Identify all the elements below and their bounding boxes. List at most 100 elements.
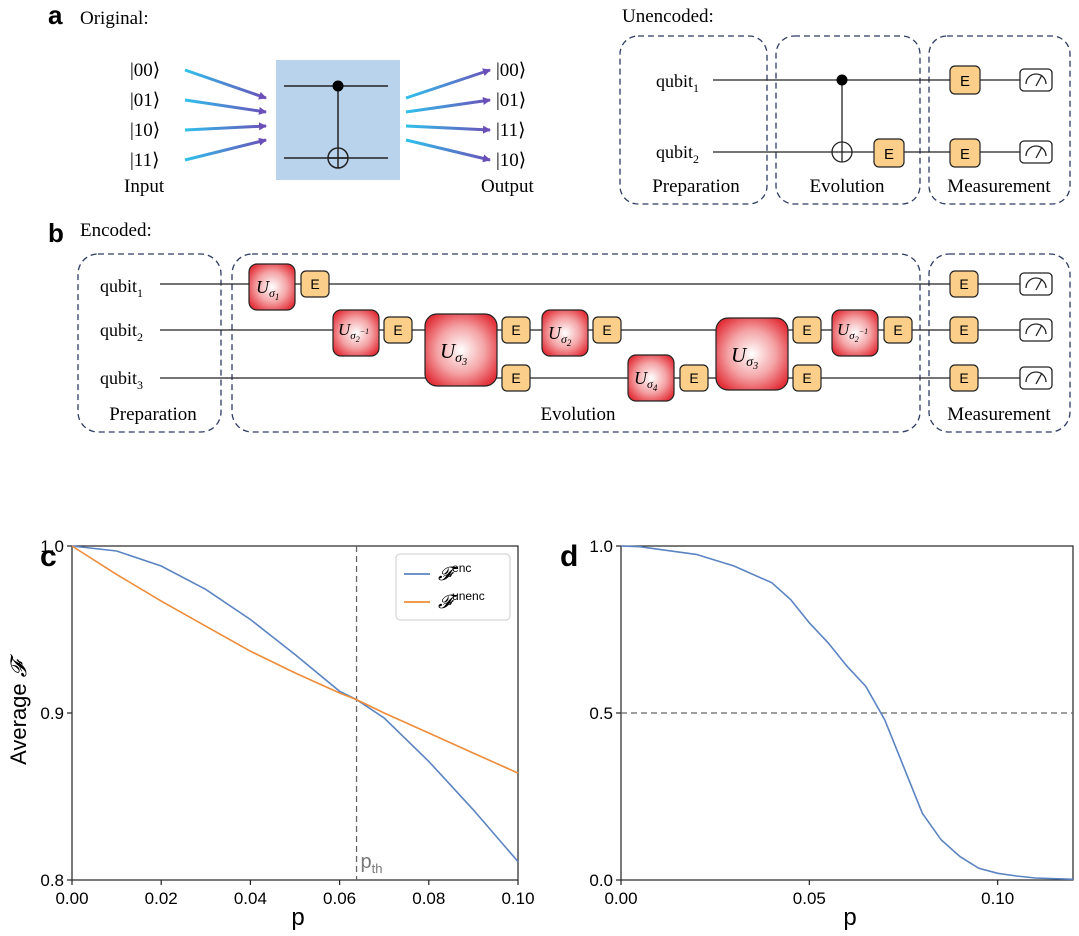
qubit-label: qubit1 — [656, 71, 699, 95]
error-gate: E — [679, 364, 709, 392]
chart-c-legend: 𝓕enc 𝓕unenc — [395, 553, 511, 621]
input-arrows — [184, 68, 267, 162]
svg-text:Uσ3: Uσ3 — [731, 343, 758, 372]
panel-letter-c: c — [40, 540, 57, 573]
legend-box — [395, 553, 511, 621]
error-gate: E — [873, 138, 905, 168]
arrow — [405, 124, 491, 134]
preparation-stage-box — [77, 253, 222, 433]
unencoded-qubit-labels: qubit1 qubit2 — [656, 71, 699, 166]
panel-letter-d: d — [560, 540, 578, 573]
x-tick-label: 0.02 — [145, 889, 178, 908]
control-dot — [836, 74, 848, 86]
output-ket: |01⟩ — [496, 90, 526, 111]
meter-icon — [1019, 68, 1053, 92]
meter-icon — [1019, 140, 1053, 164]
error-gate: E — [949, 270, 979, 298]
input-ket: |10⟩ — [130, 120, 160, 141]
unencoded-meters — [1019, 68, 1053, 164]
threshold-label: pth — [361, 851, 383, 876]
x-axis-label-d: p — [843, 904, 856, 931]
measurement-stage-box — [928, 253, 1071, 433]
error-gate: E — [501, 364, 531, 392]
u-gate: Uσ4 — [627, 354, 675, 402]
x-tick-label: 0.00 — [55, 889, 88, 908]
qubit-label: qubit1 — [100, 276, 143, 300]
u-gate: Uσ2 — [541, 309, 589, 357]
arrow — [184, 98, 267, 115]
input-ket: |00⟩ — [130, 60, 160, 81]
encoded-qubit-labels: qubit1 qubit2 qubit3 — [100, 276, 143, 392]
svg-text:E: E — [602, 322, 611, 338]
u-gate: Uσ2−1 — [332, 309, 380, 357]
svg-text:E: E — [802, 322, 811, 338]
svg-text:E: E — [893, 322, 902, 338]
svg-text:E: E — [393, 322, 402, 338]
x-tick-label: 0.08 — [412, 889, 445, 908]
svg-text:E: E — [802, 370, 811, 386]
u-gate: Uσ1 — [248, 263, 296, 311]
qubit-label: qubit2 — [100, 320, 143, 344]
x-axis-label-c: p — [291, 904, 304, 931]
input-ket: |01⟩ — [130, 90, 160, 111]
arrow — [184, 122, 267, 132]
x-tick-label: 0.10 — [501, 889, 534, 908]
svg-text:E: E — [511, 322, 520, 338]
svg-text:E: E — [959, 370, 968, 386]
y-tick-label: 0.5 — [589, 704, 613, 723]
stage-label-evolution: Evolution — [810, 176, 885, 197]
svg-text:E: E — [511, 370, 520, 386]
x-tick-label: 0.04 — [234, 889, 267, 908]
meter-icon — [1019, 318, 1053, 342]
input-ket: |11⟩ — [130, 150, 160, 171]
svg-text:E: E — [884, 146, 894, 163]
preparation-stage-box — [619, 35, 768, 205]
u-gate: Uσ3 — [424, 313, 498, 387]
input-label: Input — [124, 176, 165, 197]
arrow — [184, 68, 267, 100]
svg-text:Uσ1: Uσ1 — [256, 277, 279, 302]
panel-letter-a: a — [48, 0, 63, 30]
svg-text:E: E — [959, 322, 968, 338]
y-tick-label: 0.0 — [589, 871, 613, 890]
series-line — [620, 545, 1074, 881]
x-tick-label: 0.05 — [793, 889, 826, 908]
error-gate: E — [949, 364, 979, 392]
u-gate: Uσ2−1 — [831, 309, 879, 357]
qubit-label: qubit2 — [656, 142, 699, 166]
y-tick-label: 0.9 — [40, 704, 64, 723]
svg-text:Uσ2−1: Uσ2−1 — [837, 320, 868, 344]
output-ket: |11⟩ — [496, 120, 526, 141]
stage-label-preparation: Preparation — [652, 176, 740, 197]
stage-label-preparation: Preparation — [109, 404, 197, 425]
encoded-meters — [1019, 272, 1053, 390]
svg-text:Average𝓕: Average𝓕 — [6, 653, 31, 765]
control-dot — [332, 80, 344, 92]
evolution-stage-box — [775, 35, 921, 205]
meter-icon — [1019, 366, 1053, 390]
x-tick-label: 0.06 — [323, 889, 356, 908]
error-gate: E — [792, 364, 822, 392]
arrow — [184, 137, 267, 162]
output-ket: |00⟩ — [496, 60, 526, 81]
svg-text:E: E — [310, 276, 319, 292]
error-gate: E — [949, 316, 979, 344]
u-gates: Uσ1 Uσ2−1 Uσ3 Uσ2 Uσ4 Uσ3 — [248, 263, 879, 402]
qubit-label: qubit3 — [100, 368, 143, 392]
unencoded-error-gates: E E E — [873, 65, 981, 168]
y-tick-label: 1.0 — [589, 537, 613, 556]
stage-label-measurement: Measurement — [947, 404, 1051, 425]
series-line-enc — [71, 545, 519, 863]
evolution-stage-box — [231, 253, 921, 433]
svg-text:E: E — [960, 73, 970, 90]
arrow — [405, 68, 491, 100]
encoded-error-gates: E E E E E E E E E E E E — [300, 270, 979, 392]
output-ket: |10⟩ — [496, 150, 526, 171]
stage-label-measurement: Measurement — [947, 176, 1051, 197]
error-gate: E — [383, 316, 413, 344]
